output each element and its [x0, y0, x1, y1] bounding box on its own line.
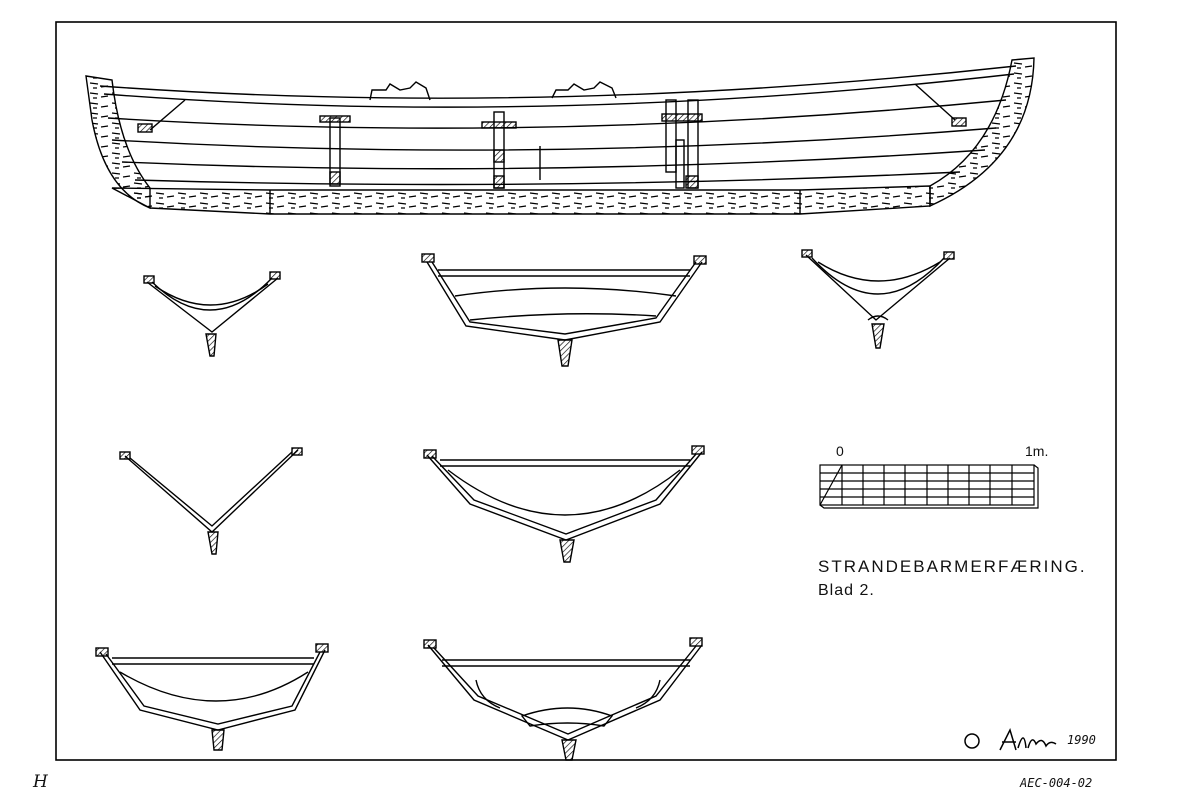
sheet-label: Blad 2. — [818, 582, 875, 599]
sheer-line — [99, 65, 1017, 99]
handwritten-signature — [999, 727, 1057, 751]
frame-border — [55, 21, 1117, 761]
sheet-number: H — [33, 772, 48, 792]
section-4 — [119, 447, 303, 555]
section-2 — [421, 253, 707, 367]
scale-bar — [819, 464, 1039, 509]
keel — [111, 185, 931, 215]
rowlock — [369, 81, 431, 101]
rowlock — [551, 81, 617, 99]
scale-start-label: 0 — [836, 443, 844, 459]
drawing-title: STRANDEBARMERFÆRING. — [818, 557, 1087, 576]
archive-code: AEC-004-02 — [1020, 776, 1093, 790]
signature-year: 1990 — [1067, 733, 1096, 747]
stem-bow — [85, 75, 151, 210]
copyright-mark-icon — [964, 733, 980, 749]
section-3 — [801, 249, 955, 349]
stern-post — [929, 57, 1035, 208]
section-6 — [95, 643, 329, 751]
scale-end-label: 1m. — [1025, 443, 1049, 459]
section-5 — [423, 445, 705, 563]
boat-profile — [85, 57, 1035, 215]
section-1 — [143, 271, 281, 357]
plank-line — [107, 99, 1007, 129]
section-7 — [423, 637, 703, 761]
copyright-signature — [964, 727, 1057, 751]
